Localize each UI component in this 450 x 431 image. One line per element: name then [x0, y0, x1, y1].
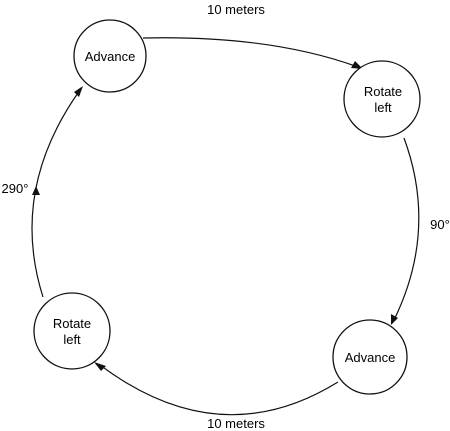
node-circle — [33, 292, 111, 370]
edge-line — [142, 37, 359, 68]
node-label-line1: Rotate — [364, 84, 402, 99]
node-circle — [73, 19, 147, 93]
edge-label: 90° — [430, 217, 450, 232]
arrow-head — [351, 61, 363, 69]
arrow-head — [391, 314, 398, 325]
node-label: Advance — [345, 350, 396, 365]
node-circle — [332, 319, 408, 395]
arrow-head — [74, 86, 83, 97]
arrow-head — [94, 362, 106, 371]
node-circle — [343, 60, 421, 138]
node-label-line2: left — [374, 100, 392, 115]
edge-rotate-right-to-advance-bottom: 90° — [391, 137, 450, 325]
edge-line — [393, 137, 420, 321]
arrow-head — [32, 186, 40, 195]
node-label: Advance — [85, 49, 136, 64]
edge-advance-bottom-to-rotate-left: 10 meters — [94, 362, 339, 431]
node-rotate-left: Rotate left — [33, 292, 111, 370]
node-label-line2: left — [63, 332, 81, 347]
edge-advance-to-rotate-right: 10 meters — [142, 2, 363, 69]
edge-line — [99, 364, 339, 416]
node-advance-bottom: Advance — [332, 319, 408, 395]
node-advance-top: Advance — [73, 19, 147, 93]
edge-label: 290° — [2, 181, 29, 196]
edge-rotate-left-to-advance-top: 290° — [2, 86, 83, 298]
node-rotate-right: Rotate left — [343, 60, 421, 138]
edge-label: 10 meters — [207, 2, 265, 17]
node-label-line1: Rotate — [53, 316, 91, 331]
edge-label: 10 meters — [207, 416, 265, 431]
